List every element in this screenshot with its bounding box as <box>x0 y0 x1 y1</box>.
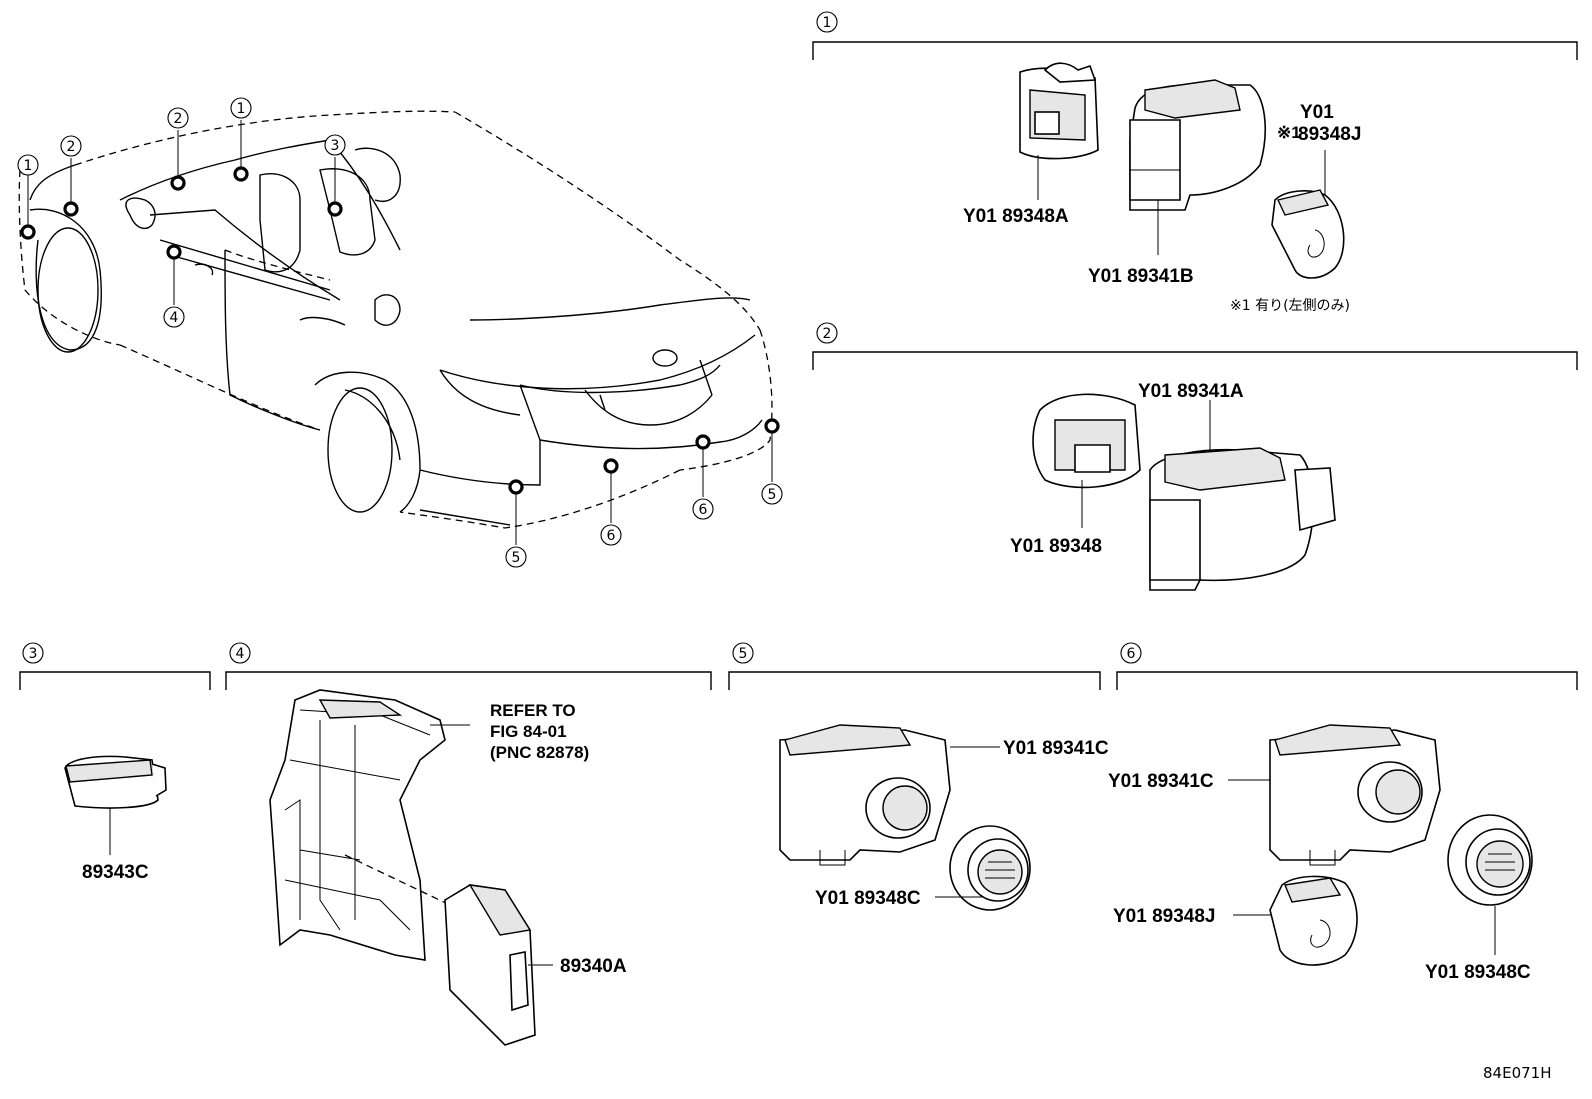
sensor-dot <box>233 166 249 182</box>
label-89340A: 89340A <box>560 956 627 977</box>
car-illustration <box>18 110 773 529</box>
section-6-bracket <box>1116 671 1578 690</box>
car-leader-lines <box>27 120 773 545</box>
section-6-number: 6 <box>1120 642 1142 664</box>
callout-1: 1 <box>17 154 39 176</box>
label-Y01-89341B: Y01 89341B <box>1088 266 1194 287</box>
label-Y01-89348C: Y01 89348C <box>815 888 921 909</box>
sensor-dot <box>20 224 36 240</box>
retainer-89348A <box>1019 62 1099 200</box>
section-1-number: 1 <box>816 11 838 33</box>
section-5-number: 5 <box>732 642 754 664</box>
svg-text:1: 1 <box>237 101 246 117</box>
retainer-89348C <box>935 825 1031 911</box>
sensor-location-dots <box>20 166 780 495</box>
section-3-bracket <box>19 671 211 690</box>
label-89348J: 89348J <box>1298 124 1361 145</box>
refer-fig-label: FIG 84-01 <box>490 722 567 741</box>
refer-to-label: REFER TO <box>490 701 576 720</box>
callout-3: 3 <box>324 134 346 156</box>
sensor-dot <box>63 201 79 217</box>
section-4-number: 4 <box>229 642 251 664</box>
svg-text:2: 2 <box>67 139 76 155</box>
bracket-structure <box>269 689 470 961</box>
cover-89348J <box>1233 875 1358 966</box>
ecu-89340A <box>444 884 553 1046</box>
svg-text:3: 3 <box>29 646 38 662</box>
sensor-dot <box>603 458 619 474</box>
section-5-bracket <box>728 671 1101 690</box>
svg-text:1: 1 <box>24 158 33 174</box>
svg-text:5: 5 <box>768 487 777 503</box>
section-1-bracket <box>812 41 1578 60</box>
label-Y01-89348: Y01 89348 <box>1010 536 1102 557</box>
callout-1: 1 <box>230 97 252 119</box>
retainer-89348 <box>1032 393 1141 528</box>
sensor-dot <box>170 175 186 191</box>
sensor-89341B <box>1129 79 1266 255</box>
svg-text:6: 6 <box>699 502 708 518</box>
sensor-89341C <box>1228 724 1441 866</box>
callout-2: 2 <box>60 135 82 157</box>
callout-4: 4 <box>163 306 185 328</box>
sensor-89341C <box>779 724 1000 866</box>
callout-2: 2 <box>167 107 189 129</box>
svg-text:5: 5 <box>739 646 748 662</box>
section-4: 4 REFER TO FIG 84-01 (PNC 82878) 89340A <box>225 642 712 1046</box>
svg-text:3: 3 <box>331 138 340 154</box>
sensor-89341A <box>1149 400 1336 591</box>
svg-text:5: 5 <box>512 550 521 566</box>
section-2-number: 2 <box>816 322 838 344</box>
section-5: 5 Y01 89341C Y01 89348C <box>728 642 1109 911</box>
label-Y01: Y01 <box>1300 102 1334 123</box>
section-3-number: 3 <box>22 642 44 664</box>
sensor-dot <box>695 434 711 450</box>
svg-text:4: 4 <box>236 646 245 662</box>
label-Y01-89341C: Y01 89341C <box>1003 738 1109 759</box>
refer-pnc-label: (PNC 82878) <box>490 743 589 762</box>
svg-text:1: 1 <box>823 15 832 31</box>
switch-89343C <box>64 755 167 855</box>
label-Y01-89341A: Y01 89341A <box>1138 381 1244 402</box>
svg-text:6: 6 <box>1127 646 1136 662</box>
retainer-89348C <box>1447 814 1533 955</box>
section-6: 6 Y01 89341C Y01 89348J Y01 89348C <box>1108 642 1578 983</box>
callout-5: 5 <box>505 546 527 568</box>
callout-6: 6 <box>692 498 714 520</box>
svg-text:2: 2 <box>174 111 183 127</box>
callout-5: 5 <box>761 483 783 505</box>
label-Y01-89348J: Y01 89348J <box>1113 906 1216 927</box>
callout-6: 6 <box>600 524 622 546</box>
label-Y01-89341C: Y01 89341C <box>1108 771 1214 792</box>
svg-text:4: 4 <box>170 310 179 326</box>
sensor-dot <box>764 418 780 434</box>
note-left-side-only: ※1 有り(左側のみ) <box>1230 298 1350 314</box>
sensor-dot <box>327 201 343 217</box>
label-89348J-mark: ※1 <box>1277 123 1301 142</box>
cover-89348J <box>1271 150 1345 279</box>
svg-text:2: 2 <box>823 326 832 342</box>
section-3: 3 89343C <box>19 642 211 883</box>
label-Y01-89348A: Y01 89348A <box>963 206 1069 227</box>
svg-text:6: 6 <box>607 528 616 544</box>
label-89343C: 89343C <box>82 862 149 883</box>
sensor-dot <box>508 479 524 495</box>
section-2-bracket <box>812 351 1578 370</box>
section-4-bracket <box>225 671 712 690</box>
sensor-dot <box>166 244 182 260</box>
diagram-code: 84E071H <box>1483 1064 1551 1082</box>
car-callouts: 1 2 2 1 3 4 5 6 6 5 <box>17 97 783 568</box>
section-2: 2 Y01 89348 Y01 89341A <box>812 322 1578 591</box>
section-1: 1 Y01 89348A Y01 89341B Y01 ※1 <box>812 11 1578 314</box>
label-Y01-89348C: Y01 89348C <box>1425 962 1531 983</box>
